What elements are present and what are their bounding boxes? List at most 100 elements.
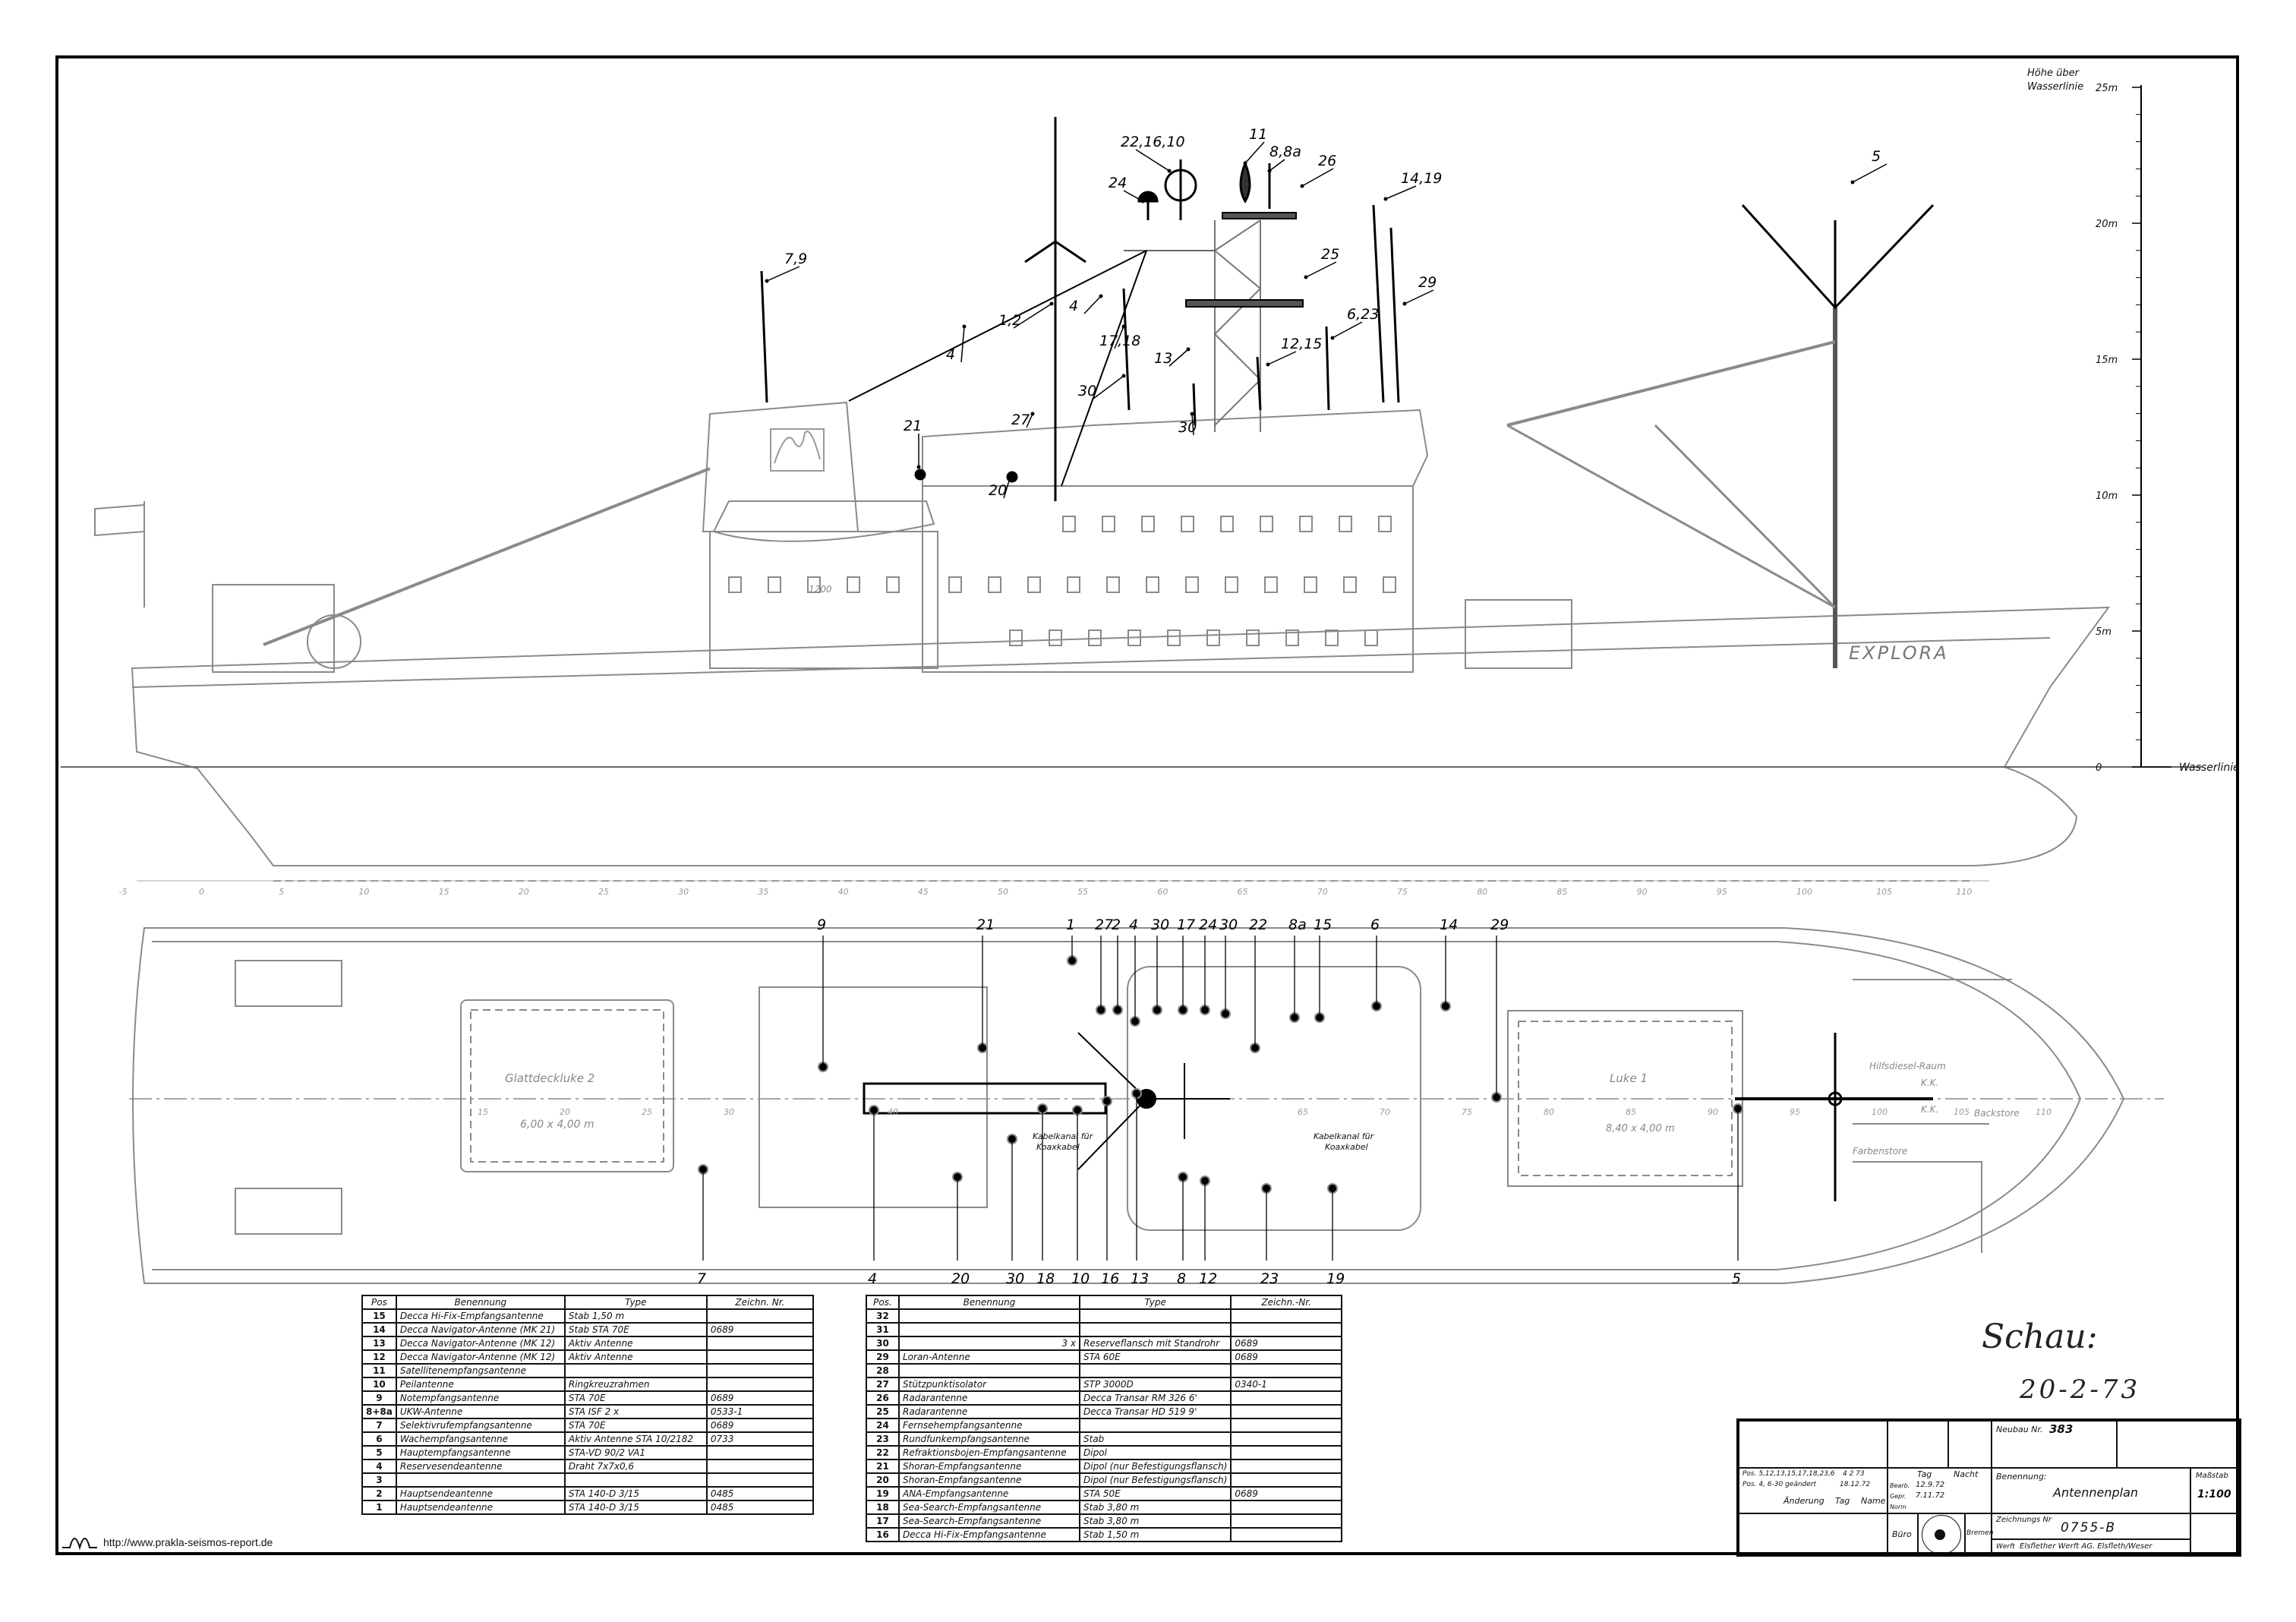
scale-label: Maßstab (2196, 1472, 2228, 1480)
profile-callout-label: 24 (1109, 175, 1127, 191)
cell-zeichn-nr (705, 1349, 815, 1365)
neubau-label: Neubau Nr. (1996, 1425, 2043, 1434)
cell-benennung: Stützpunktisolator (898, 1377, 1080, 1392)
drawing-no-value: 0755-B (2061, 1520, 2117, 1535)
ship-name: EXPLORA (1849, 642, 1949, 664)
callout-leader (960, 326, 965, 363)
height-tick-label: 0 (2096, 762, 2102, 774)
frame-number: 35 (758, 887, 768, 897)
night-label: Nacht (1954, 1469, 1979, 1479)
cell-zeichn-nr: 0533-1 (705, 1404, 815, 1419)
blank-cell (2117, 1421, 2239, 1468)
callout-arrowhead (916, 465, 921, 469)
benennung-value: Antennenplan (2053, 1485, 2139, 1500)
tv-antenna-24 (1137, 191, 1159, 220)
loop-antenna-10 (1164, 169, 1197, 202)
plan-callout-label-bottom: 4 (868, 1270, 877, 1287)
callout-arrowhead (962, 324, 967, 329)
plan-frame-number: 70 (1380, 1107, 1390, 1117)
window (847, 576, 860, 593)
window (1246, 630, 1260, 646)
cell-type: STA ISF 2 x (563, 1404, 708, 1419)
col-pos: Pos. (866, 1295, 900, 1310)
callout-arrowhead (1300, 184, 1304, 188)
cell-benennung: Fernsehempfangsantenne (898, 1418, 1080, 1433)
frame-number: 85 (1556, 887, 1567, 897)
frame-number: 110 (1956, 887, 1972, 897)
approval-area: Tag Nacht Bearb. 12.9.72 Gepr. 7.11.72 N… (1888, 1468, 1992, 1513)
plan-frame-number: 85 (1626, 1107, 1636, 1117)
cell-zeichn-nr (1230, 1418, 1342, 1433)
window-rows (728, 516, 1396, 646)
cell-benennung: Wachempfangsantenne (395, 1431, 566, 1447)
table-row: 31 (866, 1322, 1342, 1337)
ship-plan-view: Glattdeckluke 2 6,00 x 4,00 m Luke 1 8,4… (129, 927, 2164, 1284)
cell-benennung: Decca Hi-Fix-Empfangsantenne (898, 1527, 1080, 1542)
profile-callout-label: 17,18 (1099, 333, 1140, 349)
bearb-label: Bearb. (1890, 1482, 1910, 1489)
profile-callout-label: 27 (1011, 412, 1030, 428)
window (1027, 576, 1041, 593)
wire-antenna-4b (1061, 250, 1147, 487)
cell-zeichn-nr (1230, 1459, 1342, 1474)
plan-frame-number: 20 (560, 1107, 570, 1117)
profile-callout-label: 22,16,10 (1121, 134, 1185, 150)
footer-url[interactable]: http://www.prakla-seismos-report.de (103, 1536, 273, 1548)
cell-type: STA 140-D 3/15 (563, 1486, 708, 1501)
plan-callout-label-top: 27 (1095, 917, 1113, 933)
cell-pos: 10 (361, 1377, 397, 1392)
revision-header-name: Name (1861, 1496, 1886, 1506)
cell-pos: 8+8a (361, 1404, 397, 1419)
callout-arrowhead (1267, 169, 1272, 173)
plan-callout-label-bottom: 5 (1732, 1270, 1741, 1287)
drawing-border (55, 55, 2239, 1555)
cell-pos: 22 (866, 1445, 900, 1460)
window (948, 576, 962, 593)
cell-benennung: Shoran-Empfangsantenne (898, 1472, 1080, 1488)
callout-arrowhead (1383, 197, 1388, 201)
waterline-label: Wasserlinie (2179, 762, 2240, 774)
plan-callout-label-top: 29 (1490, 917, 1509, 933)
window (1088, 630, 1102, 646)
cell-type (563, 1472, 708, 1488)
frame-number: 70 (1317, 887, 1328, 897)
plan-callout-label-top: 14 (1440, 917, 1458, 933)
day-label: Tag (1917, 1469, 1932, 1479)
table-header: Pos. Benennung Type Zeichn.-Nr. (866, 1295, 1342, 1310)
profile-callout-label: 30 (1178, 419, 1197, 436)
cell-type (1078, 1308, 1232, 1324)
cell-type: Stab 1,50 m (563, 1308, 708, 1324)
cell-type: Decca Transar HD 519 9' (1078, 1404, 1232, 1419)
cell-zeichn-nr: 0733 (705, 1431, 815, 1447)
cell-type: STP 3000D (1078, 1377, 1232, 1392)
plan-callout-label-bottom: 10 (1071, 1270, 1090, 1287)
footer-link[interactable]: http://www.prakla-seismos-report.de (61, 1534, 273, 1551)
profile-callout-label: 6,23 (1347, 306, 1379, 323)
callout-arrowhead (1049, 301, 1054, 306)
antenna-19 (1389, 227, 1400, 403)
plan-aft-workboat-2 (235, 1188, 342, 1235)
cell-benennung: Radarantenne (898, 1390, 1080, 1406)
antenna-17-18 (1122, 288, 1131, 411)
window (1225, 576, 1238, 593)
plan-callout-label-bottom: 18 (1036, 1270, 1055, 1287)
lifeboat-label: 1200 (809, 584, 832, 595)
cell-type: STA 140-D 3/15 (563, 1500, 708, 1515)
callout-arrowhead (1266, 362, 1270, 367)
cell-benennung: Decca Navigator-Antenne (MK 21) (395, 1322, 566, 1337)
cell-type: Stab 1,50 m (1078, 1527, 1232, 1542)
frame-number: 0 (199, 887, 204, 897)
cell-pos: 29 (866, 1349, 900, 1365)
profile-callout-label: 11 (1249, 126, 1267, 143)
cell-benennung: Rundfunkempfangsantenne (898, 1431, 1080, 1447)
